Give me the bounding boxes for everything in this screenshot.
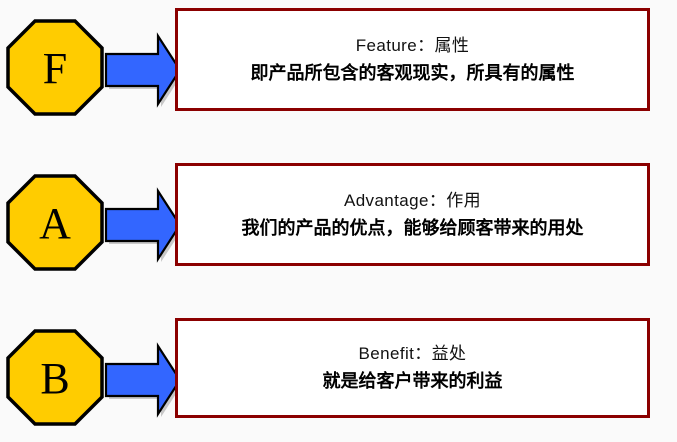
description-box: Feature：属性 即产品所包含的客观现实，所具有的属性 <box>175 8 650 111</box>
octagon-badge-b[interactable]: B <box>6 329 104 426</box>
octagon-badge-f[interactable]: F <box>6 19 104 116</box>
right-arrow-icon <box>100 183 184 265</box>
description-title: Feature：属性 <box>355 35 470 55</box>
description-text: 即产品所包含的客观现实，所具有的属性 <box>250 62 575 83</box>
description-title: Advantage：作用 <box>343 190 482 210</box>
octagon-letter: B <box>40 354 69 403</box>
octagon-letter: A <box>39 199 71 248</box>
description-box: Benefit：益处 就是给客户带来的利益 <box>175 318 650 418</box>
right-arrow-icon <box>100 28 184 110</box>
diagram-row: B Benefit：益处 就是给客户带来的利益 <box>0 310 677 442</box>
diagram-row: A Advantage：作用 我们的产品的优点，能够给顾客带来的用处 <box>0 155 677 295</box>
description-box: Advantage：作用 我们的产品的优点，能够给顾客带来的用处 <box>175 163 650 266</box>
description-text: 就是给客户带来的利益 <box>322 371 503 391</box>
octagon-letter: F <box>43 44 67 93</box>
right-arrow-icon <box>100 338 184 420</box>
description-text: 我们的产品的优点，能够给顾客带来的用处 <box>241 217 584 238</box>
octagon-badge-a[interactable]: A <box>6 174 104 271</box>
diagram-row: F Feature：属性 即产品所包含的客观现实，所具有的属性 <box>0 0 677 140</box>
description-title: Benefit：益处 <box>358 344 467 363</box>
